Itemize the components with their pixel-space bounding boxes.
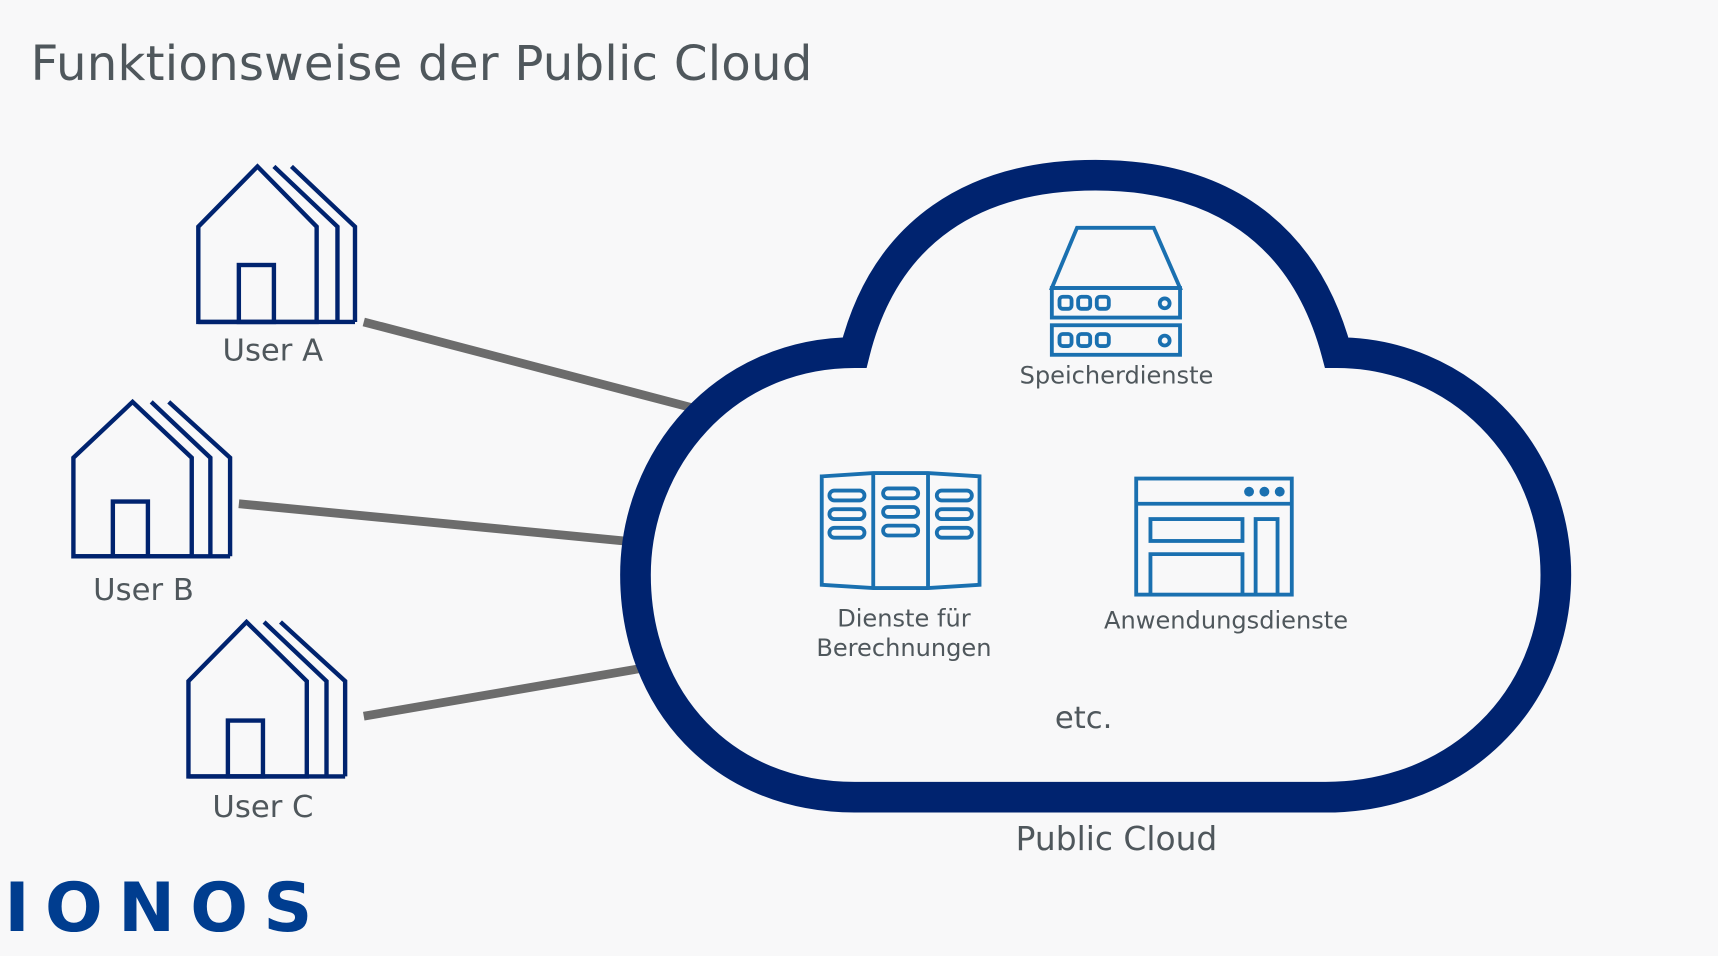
public-cloud-shape	[620, 159, 1572, 813]
house-icon-user-a	[196, 163, 358, 325]
page-title: Funktionsweise der Public Cloud	[31, 36, 813, 92]
connector-user-b	[238, 499, 625, 546]
compute-rack-icon	[819, 471, 982, 590]
user-label: User C	[212, 790, 313, 825]
connector-user-a	[362, 317, 701, 414]
house-icon-user-b	[71, 398, 233, 559]
house-icon-user-c	[186, 618, 348, 779]
service-label-storage: Speicherdienste	[1020, 361, 1214, 389]
service-label-compute-line2: Berechnungen	[816, 634, 991, 662]
user-label: User B	[93, 573, 194, 608]
connector-user-c	[363, 662, 651, 721]
ionos-logo: IONOS	[4, 869, 327, 948]
service-label-application: Anwendungsdienste	[1104, 607, 1348, 635]
storage-server-icon	[1048, 225, 1183, 357]
user-label: User A	[223, 333, 324, 368]
more-services-label: etc.	[1055, 701, 1112, 736]
service-label-compute-line1: Dienste für	[837, 604, 971, 632]
cloud-label: Public Cloud	[1016, 819, 1218, 858]
application-window-icon	[1134, 476, 1294, 597]
